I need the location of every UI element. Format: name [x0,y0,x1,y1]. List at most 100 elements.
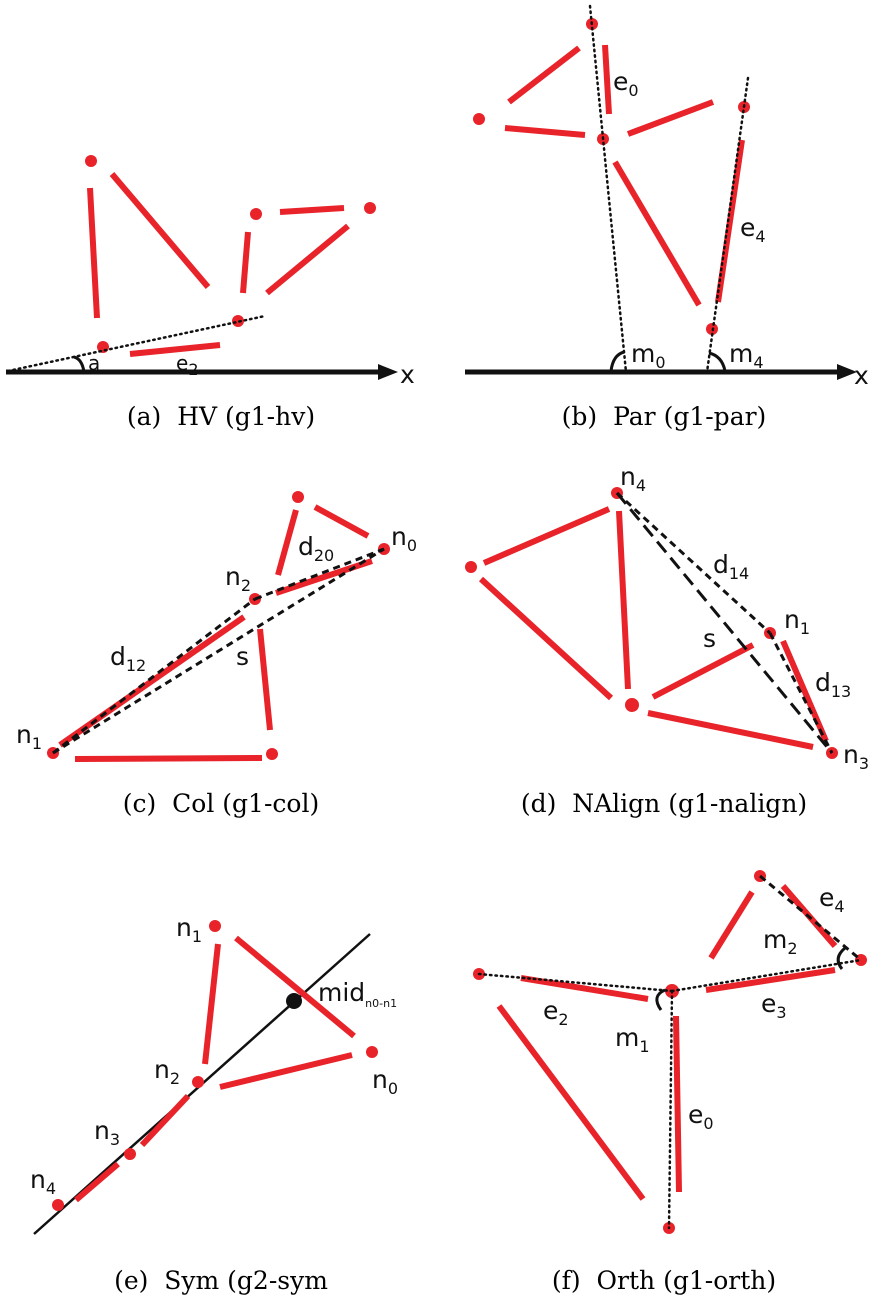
dashed-line-s [615,492,834,754]
col-diagram: n0 n1 n2 d20 d12 s [16,491,417,762]
dashed-line-d12 [52,597,256,755]
panel-par: x e0 e4 m0 m4 (b) Par (g1-par) [443,0,885,433]
edge [708,890,755,960]
angle-arc-m0 [609,350,625,372]
par-nodes [473,18,750,335]
edge [275,509,299,576]
panel-nalign: n4 d14 n1 s d13 n3 (d) NAlign (g1-nalign… [443,433,885,866]
panel-col: n0 n1 n2 d20 d12 s (c) Col (g1-col) [0,433,442,866]
node [473,113,485,125]
label-mid: midn0-n1 [318,978,397,1010]
edge [313,504,370,539]
caption-sym: (e) Sym (g2-sym [114,1266,328,1295]
dashed-line [759,874,862,962]
dashed-line-s [52,547,385,755]
nalign-diagram: n4 d14 n1 s d13 n3 [465,462,869,773]
label-m4: m4 [729,339,764,372]
edge-e0 [602,44,612,115]
edge [626,99,715,137]
label-d14: d14 [713,550,749,583]
edge [257,628,273,731]
orth-nodes [473,870,867,1234]
hv-nodes [85,155,376,353]
edge [219,1052,353,1090]
edge [647,710,814,750]
node-n1 [209,920,221,932]
x-axis-label: x [854,361,869,390]
node [855,954,867,966]
panel-hv: x a e2 (a) HV (g1-hv) [0,0,442,433]
midpoint-marker [286,993,302,1009]
edge [74,1161,120,1203]
node-n3 [124,1148,136,1160]
x-axis-arrowhead [837,364,857,380]
label-n4: n4 [620,462,646,495]
par-edges [504,44,745,307]
angle-arc-m2 [836,946,847,970]
edge [275,558,373,596]
angle-arc-m4 [708,351,727,372]
label-d20: d20 [298,532,334,565]
label-n3: n3 [843,740,869,773]
edge [496,1004,646,1201]
hv-edges [87,172,350,357]
label-e3: e3 [761,989,787,1022]
edge-e0 [673,1015,682,1193]
alignment-dotted-line [6,314,267,373]
label-n0: n0 [391,522,417,555]
edge [507,45,581,105]
edge [504,125,586,138]
dashed-line-d13 [768,632,834,754]
node [364,202,376,214]
node-n4 [52,1199,64,1211]
angle-label: a [88,351,100,375]
edge-e4 [715,139,745,303]
label-e2: e2 [543,996,569,1029]
label-d12: d12 [110,642,146,675]
edge [234,935,356,1039]
label-e4: e4 [740,213,766,246]
node [292,491,304,503]
label-e0: e0 [688,1100,714,1133]
x-axis-label: x [400,360,415,389]
panel-sym: n1 midn0-n1 n0 n2 n3 n4 (e) Sym (g2-sym [0,866,442,1299]
edge [612,160,702,307]
edge [74,755,263,762]
label-n1: n1 [16,720,42,753]
label-e0: e0 [613,67,639,100]
node [250,208,262,220]
guide-dotted-line [670,958,863,993]
angle-arc-m1 [655,988,666,1011]
guide-dotted-line [477,972,674,993]
edge [478,576,614,701]
label-m2: m2 [763,925,798,958]
edge [651,642,755,700]
orth-diagram: e4 m2 e2 m1 e3 e0 [473,870,867,1234]
edge [87,187,100,319]
node [465,561,477,573]
node [232,315,244,327]
label-n3: n3 [94,1116,120,1149]
edge-label-e: e2 [176,351,199,379]
guide-dotted-line-m0 [588,4,628,374]
col-edges [58,504,373,762]
label-s: s [236,642,249,671]
guide-dotted-line [667,989,674,1230]
edge [482,506,611,566]
caption-nalign: (d) NAlign (g1-nalign) [520,789,808,818]
caption-par: (b) Par (g1-par) [561,402,767,431]
label-n2: n2 [154,1055,180,1088]
label-n2: n2 [225,562,251,595]
edge [202,943,221,1065]
label-n4: n4 [30,1165,56,1198]
label-n1: n1 [784,605,810,638]
panel-orth: e4 m2 e2 m1 e3 e0 (f) Orth (g1-orth) [443,866,885,1299]
sym-nodes [52,920,378,1211]
edge [279,205,345,215]
node-n2 [192,1076,204,1088]
sym-diagram: n1 midn0-n1 n0 n2 n3 n4 [30,913,398,1235]
par-diagram: x e0 e4 m0 m4 [465,4,869,390]
label-e4: e4 [819,883,845,916]
guide-dotted-line-m4 [705,76,750,374]
nalign-edges [478,506,829,750]
